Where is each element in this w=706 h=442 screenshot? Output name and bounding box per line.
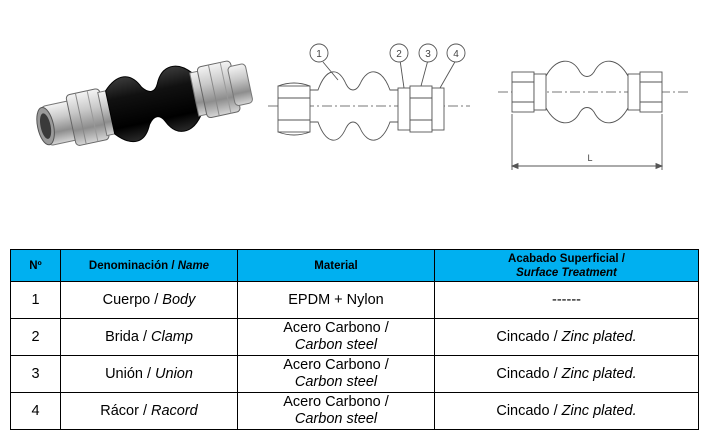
cell-name: Unión / Union [60, 355, 238, 393]
table-row: 1 Cuerpo / Body EPDM + Nylon ------ [10, 281, 699, 319]
drawing-dimensioned [498, 60, 690, 170]
cell-name: Cuerpo / Body [60, 281, 238, 319]
balloon-2: 2 [396, 49, 402, 60]
balloon-1: 1 [316, 49, 322, 60]
balloon-3: 3 [425, 49, 431, 60]
product-figures: 1 2 3 4 L [36, 43, 690, 170]
cell-number: 3 [10, 355, 61, 393]
figure-area: 1 2 3 4 L [36, 43, 690, 170]
balloon-4: 4 [453, 49, 459, 60]
table-row: 4 Rácor / Racord Acero Carbono /Carbon s… [10, 392, 699, 430]
table-row: 2 Brida / Clamp Acero Carbono /Carbon st… [10, 318, 699, 356]
table-row: 3 Unión / Union Acero Carbono /Carbon st… [10, 355, 699, 393]
cell-material: Acero Carbono /Carbon steel [237, 318, 435, 356]
cell-material: EPDM + Nylon [237, 281, 435, 319]
cell-number: 2 [10, 318, 61, 356]
joint-photo [36, 60, 253, 146]
cell-finish: Cincado / Zinc plated. [434, 355, 699, 393]
parts-table: Nº Denominación / Name Material Acabado … [10, 249, 699, 430]
dimension-label: L [587, 153, 592, 163]
header-material: Material [237, 249, 435, 282]
cell-material: Acero Carbono /Carbon steel [237, 392, 435, 430]
header-number: Nº [10, 249, 61, 282]
cell-name: Brida / Clamp [60, 318, 238, 356]
cell-name: Rácor / Racord [60, 392, 238, 430]
cell-finish: Cincado / Zinc plated. [434, 318, 699, 356]
header-name: Denominación / Name [60, 249, 238, 282]
cell-number: 1 [10, 281, 61, 319]
header-surface-treatment: Acabado Superficial /Surface Treatment [434, 249, 699, 282]
cell-number: 4 [10, 392, 61, 430]
cell-material: Acero Carbono /Carbon steel [237, 355, 435, 393]
cell-finish: ------ [434, 281, 699, 319]
drawing-exploded [268, 43, 470, 141]
table-header-row: Nº Denominación / Name Material Acabado … [10, 249, 699, 282]
cell-finish: Cincado / Zinc plated. [434, 392, 699, 430]
